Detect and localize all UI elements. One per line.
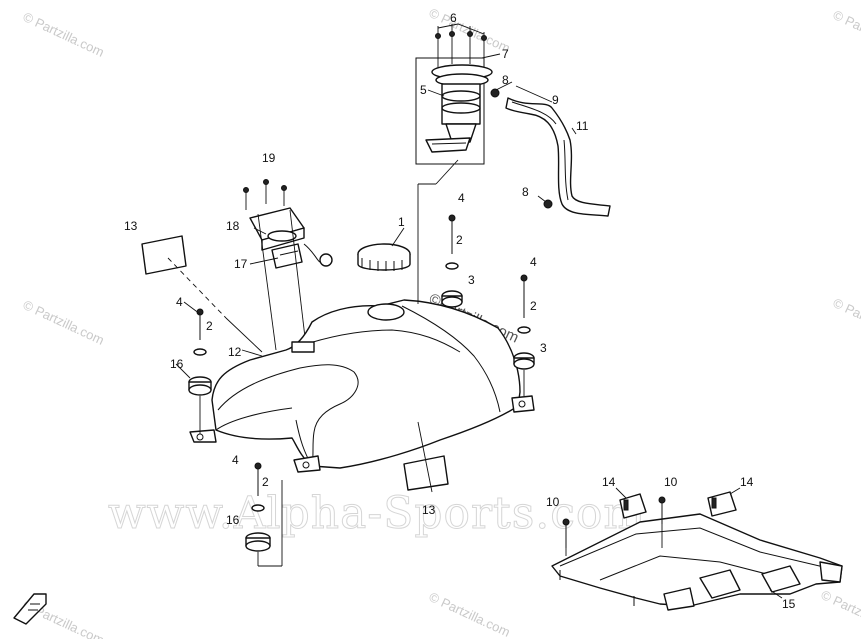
float-ball <box>319 253 333 267</box>
callout-11: 11 <box>576 119 589 133</box>
watermark-partzilla: © Partzilla.com <box>427 589 513 639</box>
callout-10: 10 <box>664 475 678 489</box>
fuel-pump-assembly <box>415 23 493 185</box>
callout-17: 17 <box>234 257 248 271</box>
callout-6: 6 <box>450 11 457 25</box>
callout-1: 1 <box>398 215 405 229</box>
tank-bracket-assembly <box>551 487 843 611</box>
fuel-cap <box>357 243 411 271</box>
fasteners <box>188 184 535 567</box>
fuel-hose <box>505 97 611 217</box>
watermark-partzilla: © Partzilla.com <box>831 295 861 346</box>
callout-labels: 6 7 8 5 9 11 8 19 13 18 1 4 2 17 4 3 4 2… <box>124 11 796 611</box>
callout-8: 8 <box>522 185 529 199</box>
callout-10: 10 <box>546 495 560 509</box>
callout-7: 7 <box>502 47 509 61</box>
callout-4: 4 <box>530 255 537 269</box>
watermark-partzilla: © Partzilla.com <box>819 587 861 638</box>
pump-frame <box>415 57 485 165</box>
watermark-alpha-sports: www.Alpha-Sports.com <box>108 488 646 539</box>
callout-13: 13 <box>124 219 138 233</box>
watermark-partzilla: © Partzilla.com <box>831 7 861 58</box>
callout-19: 19 <box>262 151 276 165</box>
fuel-hoses <box>490 88 611 217</box>
callout-8: 8 <box>502 73 509 87</box>
callout-12: 12 <box>228 345 242 359</box>
fuel-sender-assembly <box>243 179 333 351</box>
callout-14: 14 <box>740 475 754 489</box>
label-plate <box>141 235 187 275</box>
callout-2: 2 <box>262 475 269 489</box>
callout-5: 5 <box>420 83 427 97</box>
callout-16: 16 <box>226 513 240 527</box>
leader-lines <box>167 53 577 493</box>
callout-2: 2 <box>530 299 537 313</box>
watermark-partzilla: © Partzilla.com <box>21 297 107 348</box>
callout-3: 3 <box>540 341 547 355</box>
callout-15: 15 <box>782 597 796 611</box>
callout-4: 4 <box>232 453 239 467</box>
callout-13: 13 <box>422 503 436 517</box>
arrow-icon <box>13 593 47 625</box>
callout-16: 16 <box>170 357 184 371</box>
callout-18: 18 <box>226 219 240 233</box>
hose-clamp <box>490 88 500 98</box>
callout-2: 2 <box>206 319 213 333</box>
callout-2: 2 <box>456 233 463 247</box>
watermark-partzilla: © Partzilla.com <box>21 9 107 60</box>
callout-14: 14 <box>602 475 616 489</box>
callout-4: 4 <box>176 295 183 309</box>
fuel-tank <box>189 299 535 473</box>
callout-3: 3 <box>468 273 475 287</box>
callout-4: 4 <box>458 191 465 205</box>
callout-9: 9 <box>552 93 559 107</box>
label-plates <box>141 235 449 491</box>
label-plate <box>403 455 449 491</box>
